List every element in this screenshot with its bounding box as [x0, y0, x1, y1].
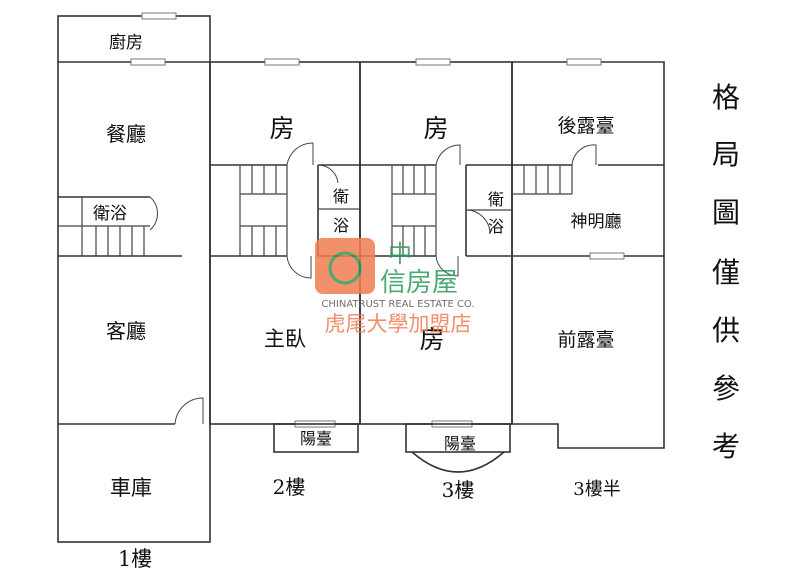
watermark-brand-line1: 中	[388, 240, 412, 268]
watermark-english: CHINATRUST REAL ESTATE CO.	[321, 299, 474, 310]
side-note-char: 圖	[712, 196, 740, 229]
label-garage: 車庫	[110, 476, 152, 500]
label-room-2f: 房	[269, 114, 294, 143]
label-balcony-2f: 陽臺	[300, 429, 332, 448]
floor-3-caption: 3樓	[442, 478, 475, 502]
label-room-3f-bottom: 房	[419, 325, 444, 354]
label-master-bedroom: 主臥	[264, 327, 306, 351]
label-kitchen: 廚房	[109, 32, 143, 53]
floor-2-stairs	[239, 165, 288, 256]
floor-1-plan: 廚房 餐廳 衛浴 客廳 車庫 1樓	[57, 12, 211, 571]
side-note-char: 參	[712, 372, 740, 405]
watermark: 中 信房屋 CHINATRUST REAL ESTATE CO. 虎尾大學加盟店	[315, 238, 475, 336]
floor-3-bath-door-arc	[465, 209, 491, 235]
label-bath-3f-a: 衛	[488, 190, 504, 209]
floor-3half-door-arc	[571, 144, 597, 166]
floor-2-plan: 房 衛 浴 主臥 陽臺 2樓	[209, 58, 361, 499]
label-bath-2f-b: 浴	[333, 216, 349, 235]
floor-3half-stairs	[512, 165, 573, 195]
floor-2-caption: 2樓	[273, 475, 306, 499]
side-note-char: 考	[712, 430, 740, 463]
label-front-terrace: 前露臺	[557, 329, 614, 351]
label-living: 客廳	[106, 319, 146, 343]
label-rear-terrace: 後露臺	[557, 115, 614, 137]
label-bath-3f-b: 浴	[488, 217, 504, 236]
floor-3-room-door-arc	[435, 144, 461, 166]
watermark-logo-ring	[328, 251, 362, 285]
side-note-char: 供	[712, 314, 740, 347]
label-bath-1f: 衛浴	[93, 204, 127, 224]
floor-2-master-door-arc	[286, 255, 312, 279]
side-note-char: 局	[712, 138, 740, 171]
floor-1-stairs	[58, 197, 150, 256]
label-shrine-hall: 神明廳	[571, 212, 622, 232]
floor-3half-caption: 3樓半	[573, 479, 620, 500]
label-room-3f-top: 房	[423, 114, 448, 143]
floor-3-stairs	[391, 165, 437, 256]
floor-1-bath-door-arc	[149, 196, 158, 231]
side-note-char: 僅	[712, 256, 740, 289]
side-note-vertical: 格 局 圖 僅 供 參 考	[712, 81, 740, 463]
floor-1-caption: 1樓	[118, 547, 152, 571]
label-dining: 餐廳	[106, 122, 146, 146]
watermark-logo-block	[315, 238, 375, 294]
floor-2-bath-door-arc	[317, 164, 339, 184]
floor-3-room-bottom-door-arc	[435, 255, 459, 277]
floor-3half-plan: 後露臺 神明廳 前露臺 3樓半	[511, 58, 665, 500]
label-bath-2f-a: 衛	[333, 187, 349, 206]
floor-3-bay-window	[411, 451, 505, 473]
floor-2-room-door-arc	[286, 142, 314, 166]
watermark-branch: 虎尾大學加盟店	[325, 312, 472, 336]
side-note-char: 格	[712, 81, 740, 114]
floor-1-garage-door-arc	[174, 397, 204, 425]
watermark-brand-line2: 信房屋	[380, 268, 458, 298]
label-balcony-3f: 陽臺	[444, 434, 476, 453]
